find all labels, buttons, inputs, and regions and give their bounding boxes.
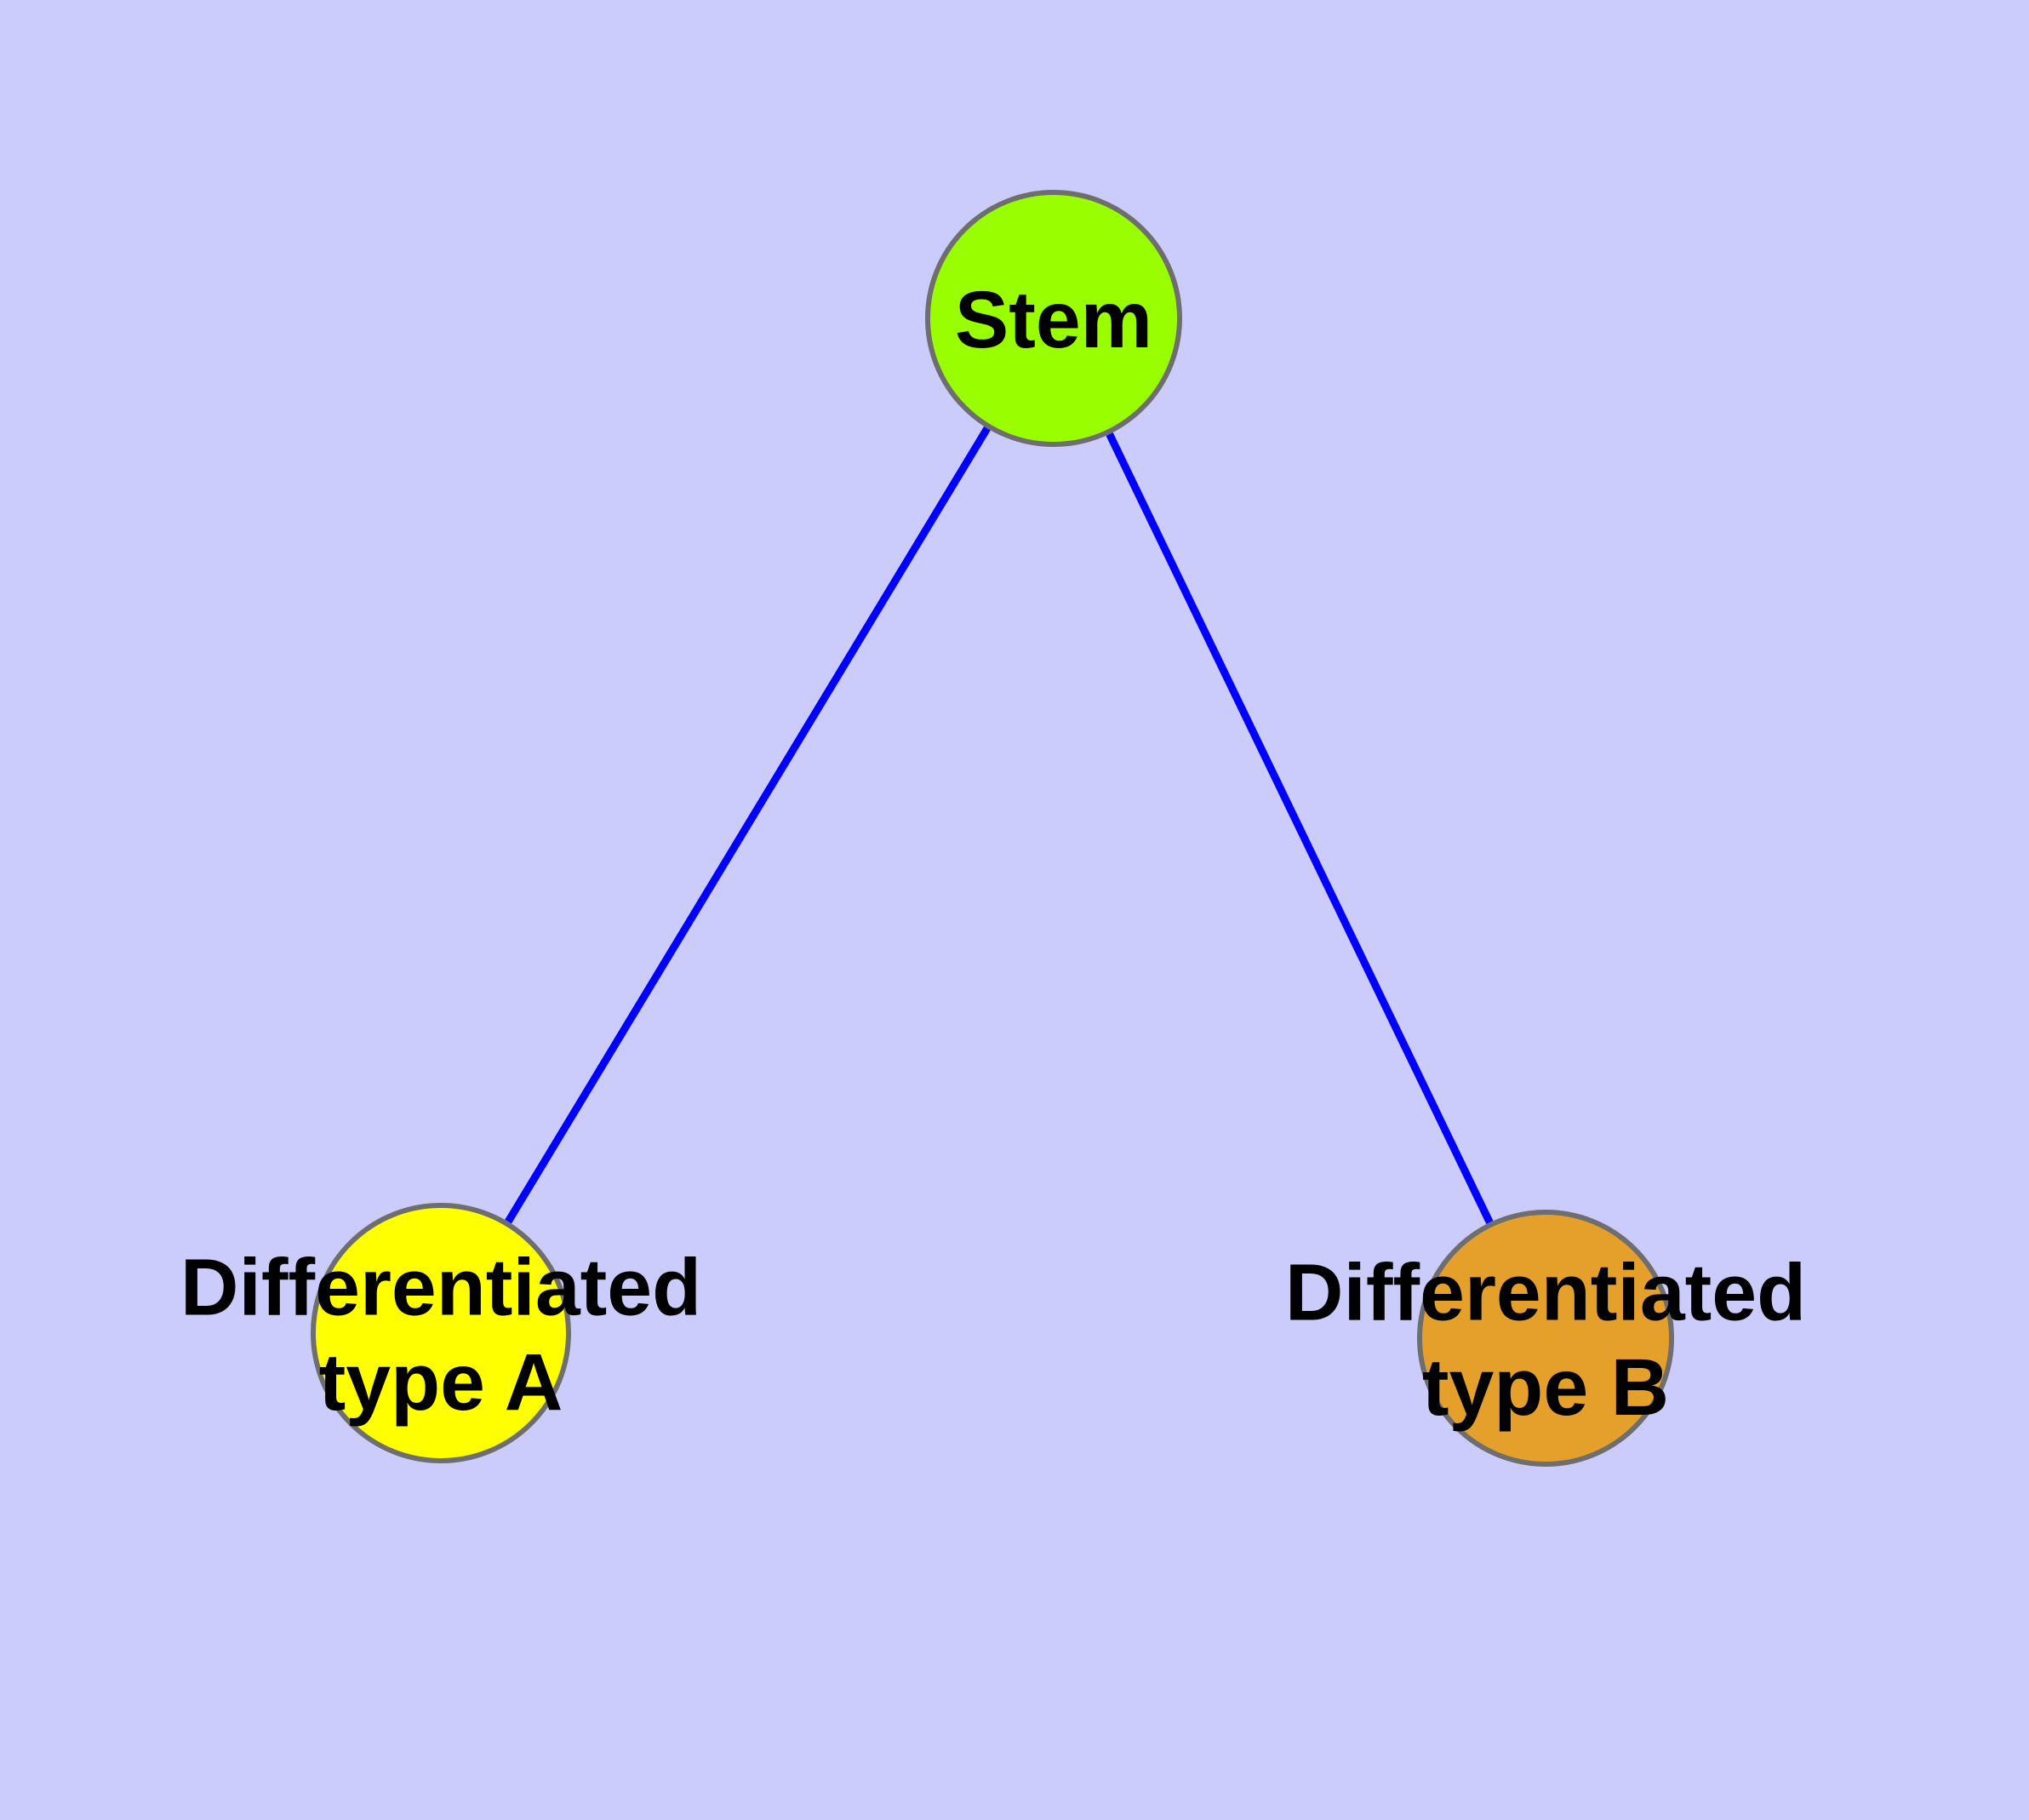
edge-stem-diff-a	[505, 426, 991, 1224]
nodes-layer	[311, 190, 1674, 1467]
node-stem[interactable]	[925, 190, 1182, 447]
edges-layer	[505, 426, 1494, 1224]
node-diff_a[interactable]	[311, 1203, 571, 1463]
node-diff_b[interactable]	[1417, 1210, 1674, 1467]
edge-stem-diff-b	[1106, 432, 1494, 1224]
node-label-line: Differentiated	[180, 1243, 701, 1333]
node-label-line: Differentiated	[1285, 1248, 1806, 1338]
node-label-stem: Stem	[955, 275, 1152, 365]
node-label-line: Stem	[955, 275, 1152, 365]
node-label-line: type A	[319, 1337, 563, 1428]
node-label-line: type B	[1422, 1342, 1669, 1433]
